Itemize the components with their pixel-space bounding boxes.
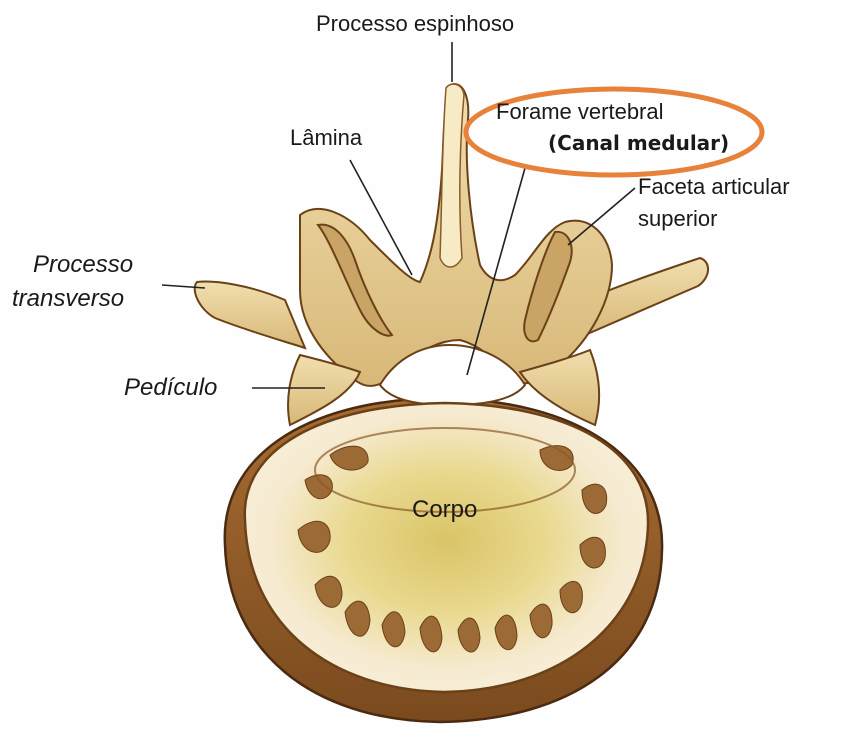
- label-canal-medular: (Canal medular): [548, 133, 729, 153]
- label-corpo: Corpo: [412, 498, 477, 522]
- label-faceta-articular: Faceta articular: [638, 176, 790, 198]
- spinous-process: [440, 84, 464, 267]
- label-processo-espinhoso: Processo espinhoso: [316, 13, 514, 35]
- label-lamina: Lâmina: [290, 127, 362, 149]
- label-processo: Processo: [33, 253, 133, 277]
- transverse-process-left: [195, 282, 305, 348]
- label-faceta-superior: superior: [638, 208, 717, 230]
- label-pediculo: Pedículo: [124, 376, 217, 400]
- label-forame-vertebral: Forame vertebral: [496, 101, 664, 123]
- label-transverso: transverso: [12, 287, 124, 311]
